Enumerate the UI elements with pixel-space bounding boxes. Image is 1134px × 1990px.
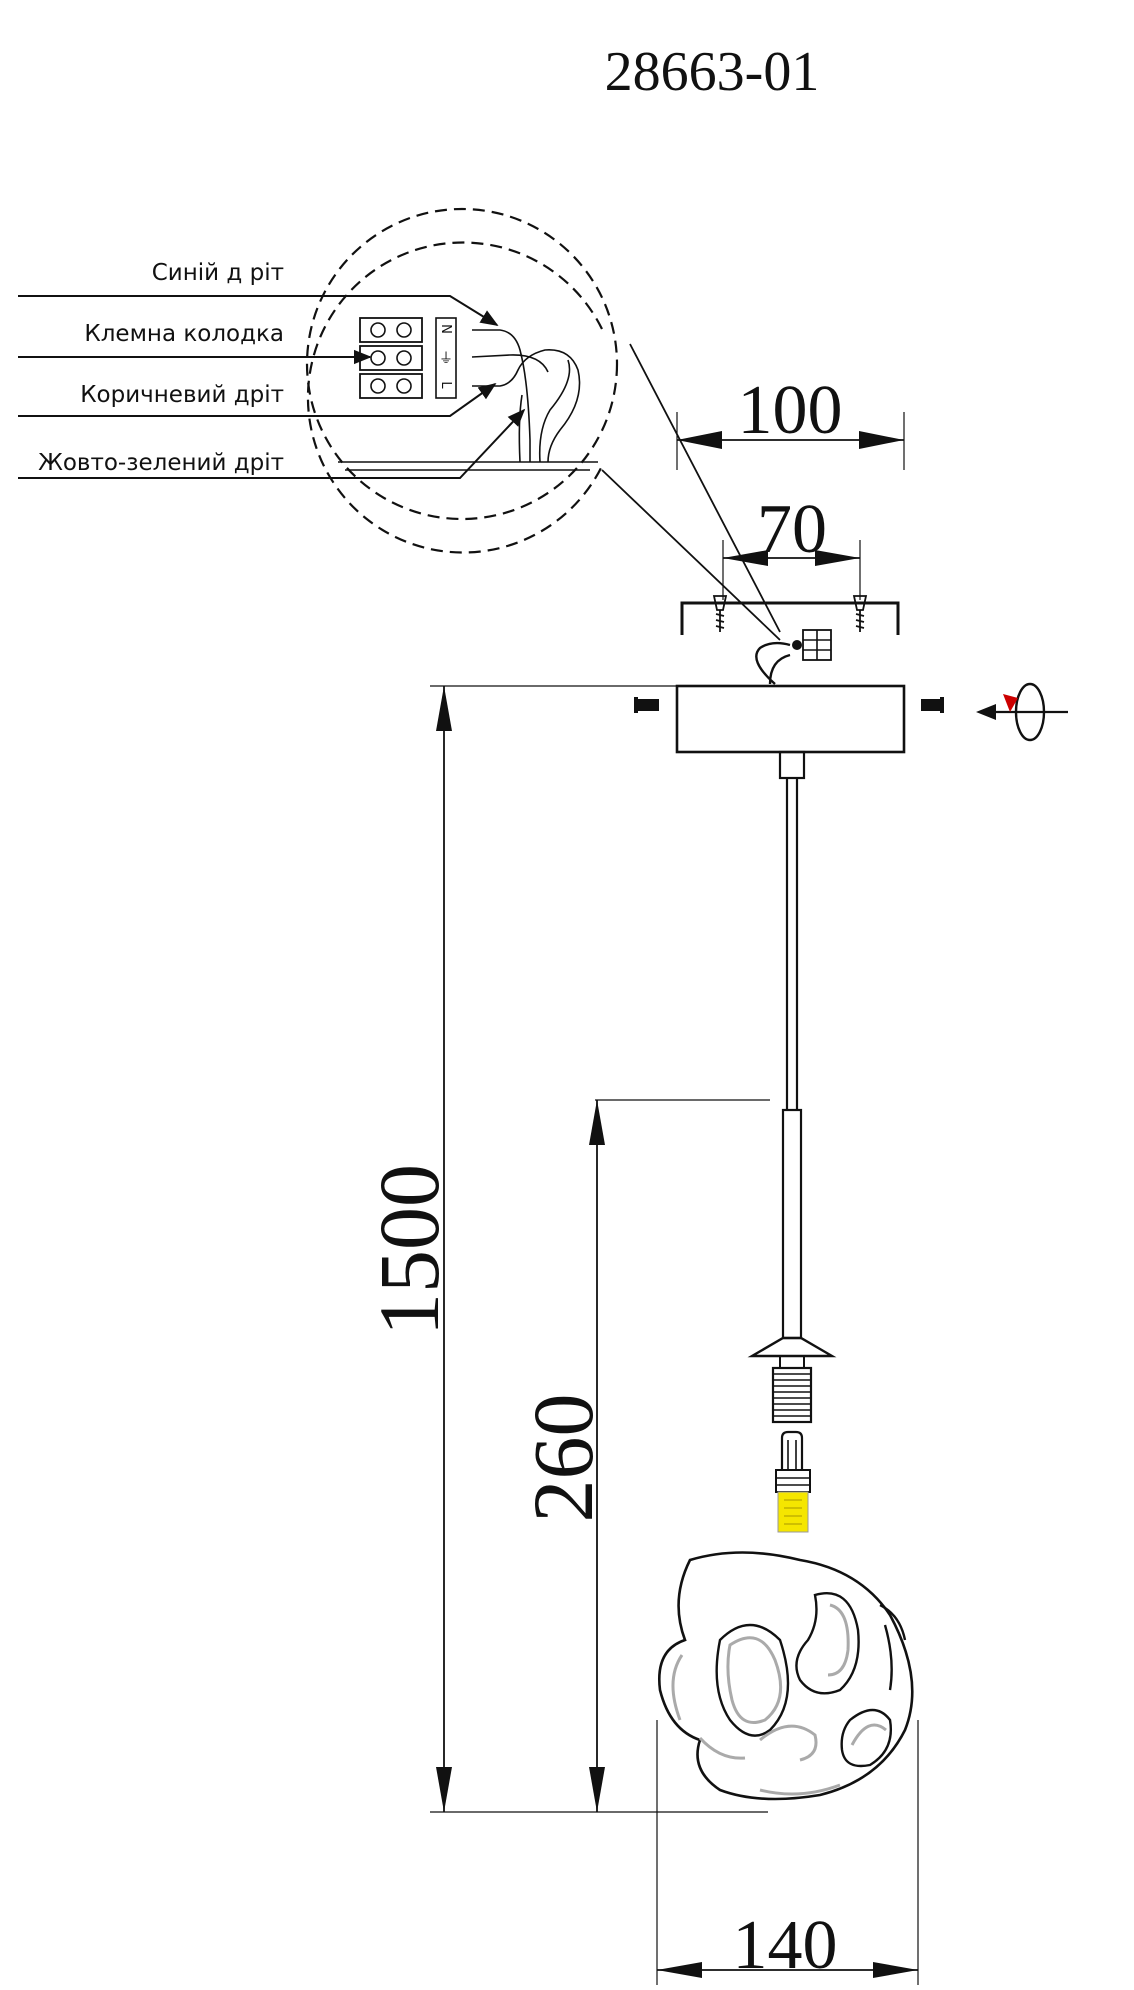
dimension-shade-diameter: 140	[656, 1720, 919, 1985]
set-screw-left	[637, 699, 659, 711]
callout-yellow-green-wire: Жовто-зелений дріт	[38, 450, 284, 476]
rod	[781, 1108, 803, 1340]
detail-circle	[306, 241, 603, 554]
terminal-mark-ground: ⏚	[439, 351, 453, 367]
glass-shade	[658, 1551, 914, 1801]
screw-left	[712, 595, 728, 632]
wiring-detail: N ⏚ L Синій д ріт Клемна колодка Коричне…	[18, 207, 781, 641]
callout-terminal-block: Клемна колодка	[84, 321, 284, 347]
dim-label-70: 70	[757, 491, 827, 568]
terminal-block: N ⏚ L	[359, 317, 457, 399]
callout-lines	[18, 295, 526, 479]
dimension-total-height: 1500	[361, 685, 768, 1813]
callout-blue-wire: Синій д ріт	[152, 260, 284, 286]
dimension-mount-width: 70	[722, 491, 861, 600]
dim-label-260: 260	[515, 1394, 611, 1523]
suspension	[778, 750, 806, 1340]
mounting-bracket	[680, 595, 900, 685]
screw-right	[852, 595, 868, 632]
mini-terminal-block	[792, 629, 832, 661]
set-screw-right	[921, 699, 943, 711]
wires	[471, 329, 581, 463]
canopy	[634, 684, 944, 754]
terminal-mark-l: L	[438, 381, 453, 389]
bulb	[775, 1430, 811, 1533]
socket	[747, 1336, 837, 1424]
callout-brown-wire: Коричневий дріт	[80, 382, 284, 408]
dim-label-100: 100	[738, 372, 843, 449]
dim-label-1500: 1500	[361, 1164, 457, 1336]
dimension-shade-drop: 260	[515, 1099, 770, 1812]
rotate-icon	[976, 682, 1068, 742]
dimension-canopy-width: 100	[676, 372, 905, 470]
bulb-glass	[777, 1491, 809, 1533]
model-number: 28663-01	[605, 41, 820, 103]
dim-label-140: 140	[733, 1907, 838, 1984]
terminal-mark-n: N	[438, 324, 453, 334]
